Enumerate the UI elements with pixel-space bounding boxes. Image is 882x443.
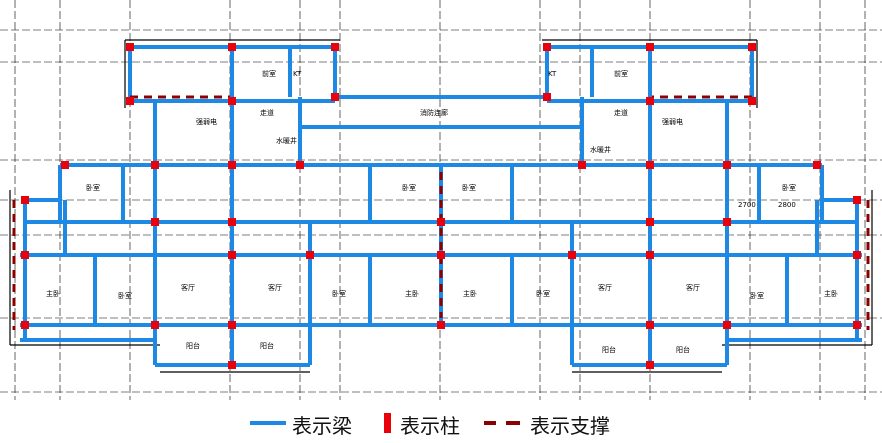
column (723, 218, 731, 226)
room-label: 客厅 (268, 283, 282, 292)
column (151, 218, 159, 226)
column (21, 251, 29, 259)
room-label: 卧室 (86, 183, 100, 192)
column (853, 251, 861, 259)
legend-column-label: 表示柱 (400, 414, 460, 438)
column (543, 93, 551, 101)
room-label: 前室 (614, 69, 628, 78)
column (228, 218, 236, 226)
room-label: 卧室 (536, 289, 550, 298)
room-label: 阳台 (260, 341, 274, 350)
room-label: 水暖井 (590, 145, 611, 154)
column (748, 43, 756, 51)
column (646, 43, 654, 51)
room-label: 阳台 (676, 345, 690, 354)
room-label: 强弱电 (662, 117, 683, 126)
dimension-label: 2700 (738, 201, 756, 209)
column (228, 43, 236, 51)
room-label: 强弱电 (196, 117, 217, 126)
legend-brace-label: 表示支撑 (530, 414, 610, 438)
column (723, 321, 731, 329)
column (61, 161, 69, 169)
elevator-label: KT (293, 70, 302, 78)
column (228, 321, 236, 329)
column (853, 196, 861, 204)
legend-beam-label: 表示梁 (292, 414, 352, 438)
room-label: 阳台 (602, 345, 616, 354)
room-label: 客厅 (686, 283, 700, 292)
floor-plan-drawing: 前室 KT 走道 消防连廊 水暖井 强弱电 前室 KT 走道 水暖井 强弱电 卧… (0, 0, 882, 400)
room-label: 走道 (260, 108, 274, 117)
column (21, 321, 29, 329)
braces (12, 95, 870, 330)
room-label: 客厅 (598, 283, 612, 292)
column (228, 361, 236, 369)
room-label: 卧室 (118, 291, 132, 300)
column (646, 361, 654, 369)
room-label: 主卧 (46, 289, 60, 298)
column (228, 251, 236, 259)
room-label: 前室 (262, 69, 276, 78)
column (813, 161, 821, 169)
column (646, 218, 654, 226)
column (331, 43, 339, 51)
column (646, 321, 654, 329)
column (228, 97, 236, 105)
column (646, 161, 654, 169)
column (723, 161, 731, 169)
column (21, 196, 29, 204)
room-label: 卧室 (462, 183, 476, 192)
room-label: 阳台 (186, 341, 200, 350)
room-label: 主卧 (463, 289, 477, 298)
column (151, 321, 159, 329)
room-label: 卧室 (750, 291, 764, 300)
column (437, 321, 445, 329)
legend: 表示梁 表示柱 表示支撑 (0, 405, 882, 443)
column (646, 251, 654, 259)
columns (21, 43, 861, 369)
column (543, 43, 551, 51)
column (646, 97, 654, 105)
room-label: 卧室 (332, 289, 346, 298)
column (437, 218, 445, 226)
elevator-label: KT (548, 70, 557, 78)
room-label: 走道 (614, 108, 628, 117)
room-label: 消防连廊 (420, 108, 448, 117)
room-label: 主卧 (405, 289, 419, 298)
room-label: 水暖井 (276, 136, 297, 145)
dimension-label: 2800 (778, 201, 796, 209)
column (126, 43, 134, 51)
column (126, 97, 134, 105)
column (151, 161, 159, 169)
column (296, 161, 304, 169)
room-label: 卧室 (782, 183, 796, 192)
column (437, 251, 445, 259)
room-label: 客厅 (181, 283, 195, 292)
legend-column-swatch (384, 413, 391, 433)
wall-linework (9, 39, 873, 373)
room-label: 主卧 (824, 289, 838, 298)
legend-beam-swatch (250, 421, 286, 425)
column (306, 251, 314, 259)
column (568, 251, 576, 259)
legend-brace-swatch (484, 421, 520, 425)
column (331, 93, 339, 101)
column (228, 161, 236, 169)
column (853, 321, 861, 329)
column (748, 97, 756, 105)
column (578, 161, 586, 169)
room-label: 卧室 (402, 183, 416, 192)
room-labels: 前室 KT 走道 消防连廊 水暖井 强弱电 前室 KT 走道 水暖井 强弱电 卧… (46, 69, 838, 354)
